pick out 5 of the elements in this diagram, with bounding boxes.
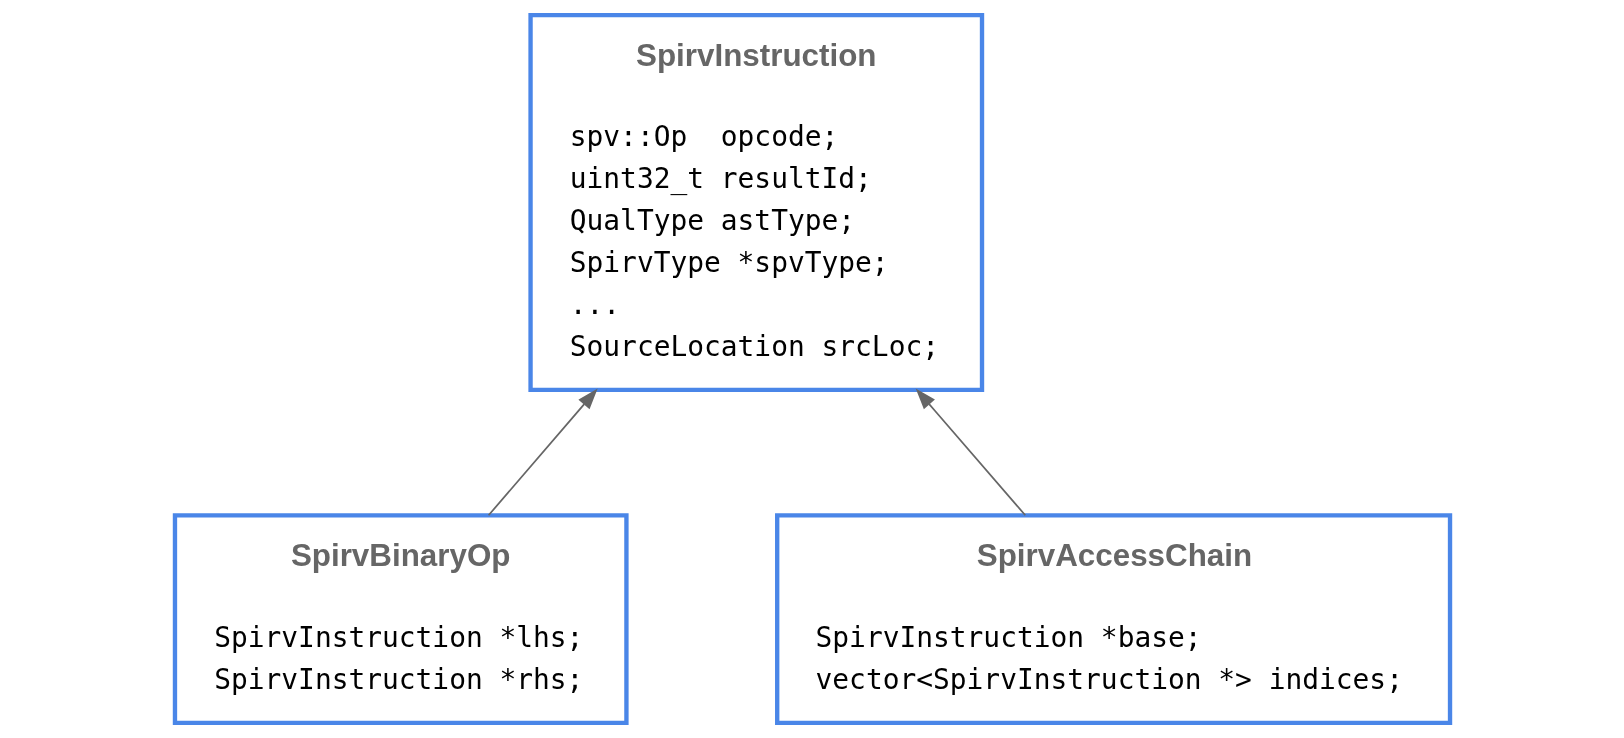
node-box: SpirvInstruction spv::Op opcode; uint32_t resultId; QualType astType; SpirvType *spvType; ... SourceLocation srcLoc; — [527, 13, 984, 393]
node-box: SpirvBinaryOp SpirvInstruction *lhs; SpirvInstruction *rhs; — [172, 513, 629, 725]
arrow — [487, 388, 598, 517]
node-box: SpirvAccessChain SpirvInstruction *base; vector<SpirvInstruction *> indices; — [774, 513, 1452, 725]
arrow — [915, 388, 1026, 517]
